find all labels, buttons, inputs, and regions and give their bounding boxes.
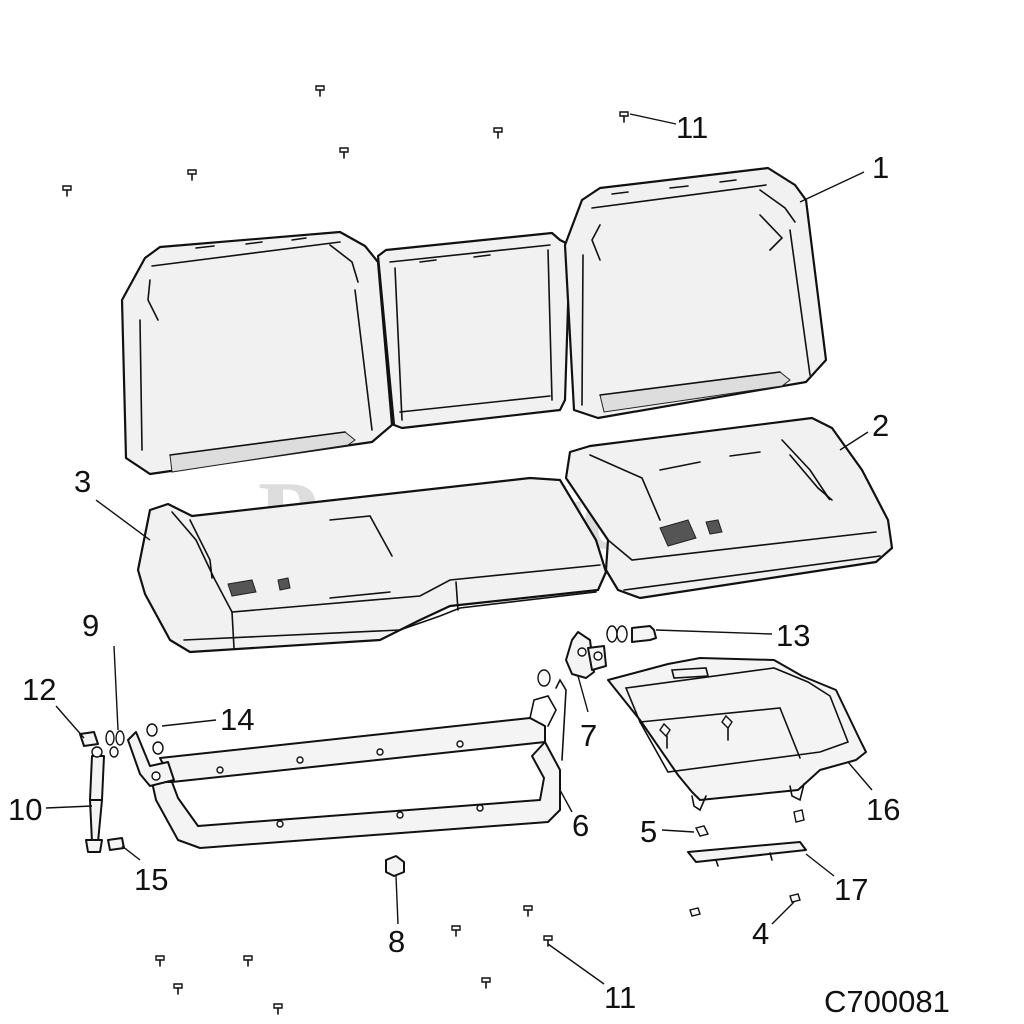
part-5-nuts[interactable]	[694, 809, 805, 837]
callout-3: 3	[74, 464, 91, 499]
callout-7: 7	[580, 718, 597, 753]
part-2-seat-bottom-right[interactable]	[564, 416, 894, 600]
part-6-seat-frame[interactable]	[127, 678, 567, 849]
callout-5: 5	[640, 814, 657, 849]
callout-11-bottom: 11	[604, 980, 636, 1015]
part-12-bolt[interactable]	[79, 731, 99, 747]
part-3-seat-bottom-left[interactable]	[136, 476, 608, 654]
part-15-bolt[interactable]	[107, 837, 125, 851]
callout-8: 8	[388, 924, 405, 959]
part-13-bolt-washers[interactable]	[606, 625, 657, 643]
part-8-cap-nut[interactable]	[385, 855, 405, 877]
callout-13: 13	[776, 618, 810, 653]
leader-lines	[45, 113, 873, 985]
callout-4: 4	[752, 916, 769, 951]
figure-id: C700081	[824, 984, 950, 1019]
callout-16: 16	[866, 792, 900, 827]
callout-2: 2	[872, 408, 889, 443]
callout-6: 6	[572, 808, 589, 843]
callout-12: 12	[22, 672, 56, 707]
callout-11-top: 11	[676, 110, 708, 145]
part-14-bushing[interactable]	[146, 723, 164, 755]
callout-17: 17	[834, 872, 868, 907]
part-17-strap[interactable]	[687, 841, 807, 867]
part-4-screws[interactable]	[689, 893, 801, 917]
callout-15: 15	[134, 862, 168, 897]
part-7-hinge-bracket[interactable]	[537, 631, 607, 687]
part-10-gas-strut[interactable]	[85, 746, 105, 853]
callout-1: 1	[872, 150, 889, 185]
part-16-seat-pan[interactable]	[607, 657, 867, 812]
part-9-washers[interactable]	[105, 730, 125, 758]
callout-10: 10	[8, 792, 42, 827]
callout-9: 9	[82, 608, 99, 643]
callout-14: 14	[220, 702, 254, 737]
part-11-clips[interactable]	[62, 85, 629, 1015]
part-1-seat-back[interactable]	[120, 166, 828, 476]
